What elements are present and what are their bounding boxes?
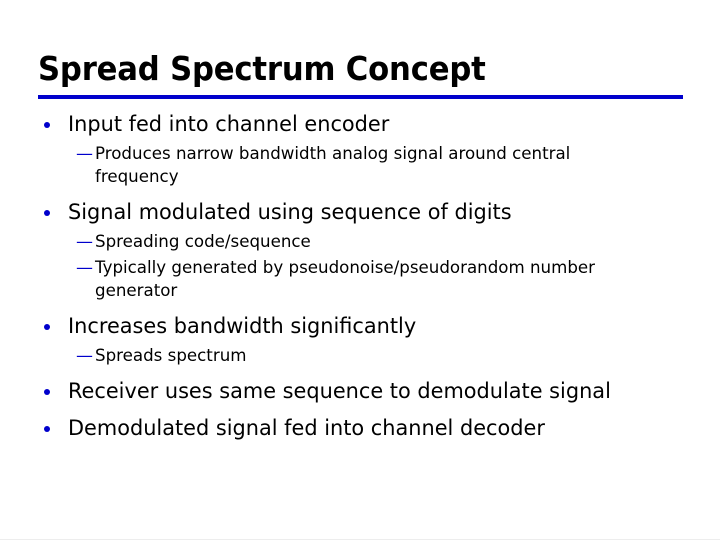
- bullet-dot-icon: [44, 324, 50, 330]
- bullet-dot-icon: [44, 389, 50, 395]
- em-dash-icon: —: [76, 232, 93, 252]
- list-item: Signal modulated using sequence of digit…: [0, 198, 720, 228]
- bullet-list-level-2: — Spreading code/sequence — Typically ge…: [0, 231, 720, 303]
- list-item: Receiver uses same sequence to demodulat…: [0, 377, 720, 407]
- bullet-dot-icon: [44, 122, 50, 128]
- title-underline-rule: [38, 95, 683, 99]
- sub-bullet-text: Spreading code/sequence: [95, 232, 311, 252]
- spacer: [0, 303, 720, 312]
- bullet-dot-icon: [44, 210, 50, 216]
- list-item: Increases bandwidth significantly: [0, 312, 720, 342]
- em-dash-icon: —: [76, 258, 93, 278]
- bullet-list-level-2: — Spreads spectrum: [0, 345, 720, 368]
- spacer: [0, 189, 720, 198]
- spacer: [0, 368, 720, 377]
- bullet-text: Receiver uses same sequence to demodulat…: [68, 379, 611, 404]
- slide-body: Input fed into channel encoder — Produce…: [0, 110, 720, 444]
- list-item: — Spreads spectrum: [0, 345, 720, 368]
- em-dash-icon: —: [76, 346, 93, 366]
- page-title: Spread Spectrum Concept: [38, 49, 486, 88]
- list-item: — Spreading code/sequence: [0, 231, 720, 254]
- sub-bullet-text: Typically generated by pseudonoise/pseud…: [95, 258, 596, 301]
- list-item: Demodulated signal fed into channel deco…: [0, 414, 720, 444]
- bullet-list-level-1: Input fed into channel encoder — Produce…: [0, 110, 720, 444]
- bullet-text: Input fed into channel encoder: [68, 112, 390, 137]
- list-item: — Typically generated by pseudonoise/pse…: [0, 257, 720, 303]
- sub-bullet-text: Spreads spectrum: [95, 346, 247, 366]
- spacer: [0, 407, 720, 414]
- list-item: — Produces narrow bandwidth analog signa…: [0, 143, 720, 189]
- bullet-text: Signal modulated using sequence of digit…: [68, 200, 512, 225]
- em-dash-icon: —: [76, 144, 93, 164]
- sub-bullet-text: Produces narrow bandwidth analog signal …: [95, 144, 571, 187]
- bullet-text: Increases bandwidth significantly: [68, 314, 417, 339]
- bullet-list-level-2: — Produces narrow bandwidth analog signa…: [0, 143, 720, 189]
- bullet-text: Demodulated signal fed into channel deco…: [68, 416, 545, 441]
- list-item: Input fed into channel encoder: [0, 110, 720, 140]
- bullet-dot-icon: [44, 426, 50, 432]
